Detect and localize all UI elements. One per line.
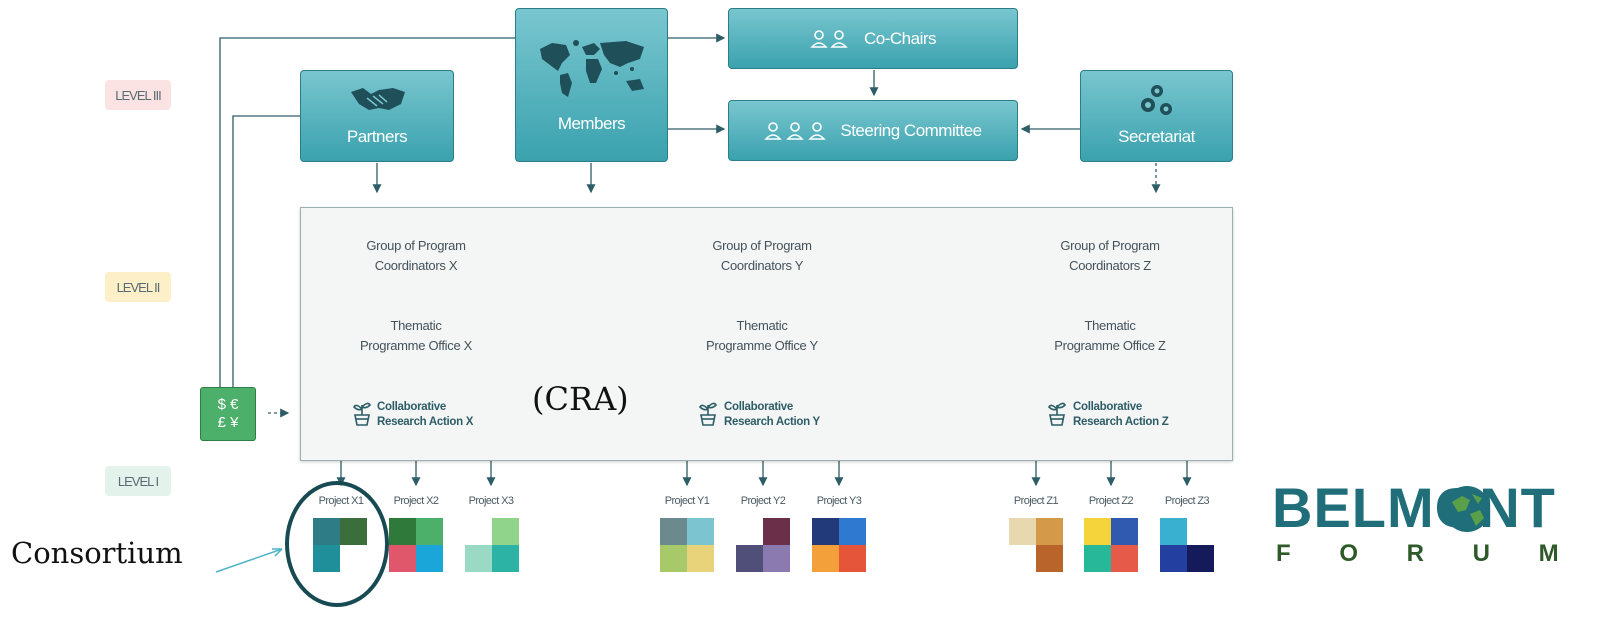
level-1-label: LEVEL I	[117, 473, 159, 489]
puzzle-icon	[313, 518, 367, 572]
consortium-circle	[285, 481, 389, 607]
globe-icon	[1444, 486, 1490, 532]
puzzle-icon	[1084, 518, 1138, 572]
plant-pot-icon	[699, 402, 717, 426]
group-coordinators-z: Group of Program Coordinators Z	[1060, 238, 1160, 273]
level-1-badge: LEVEL I	[105, 466, 171, 496]
partners-box: Partners	[300, 70, 454, 162]
puzzle-icon	[1009, 518, 1063, 572]
puzzle-icon	[465, 518, 519, 572]
puzzle-icon	[660, 518, 714, 572]
project-label: Project X1	[318, 495, 364, 507]
programme-panel	[300, 207, 1233, 461]
group-coordinators-y: Group of Program Coordinators Y	[712, 238, 812, 273]
puzzle-icon	[736, 518, 790, 572]
puzzle-icon	[389, 518, 443, 572]
logo-line2: F O R U M	[1276, 540, 1565, 567]
project-label: Project Z1	[1013, 495, 1059, 507]
puzzle-icon	[812, 518, 866, 572]
project-label: Project X2	[393, 495, 439, 507]
members-box: Members	[515, 8, 668, 162]
project-label: Project X3	[468, 495, 514, 507]
co-chairs-label: Co-Chairs	[863, 28, 937, 48]
project-label: Project Y2	[740, 495, 786, 507]
handshake-icon	[351, 88, 405, 110]
group-coordinators-x: Group of Program Coordinators X	[366, 238, 466, 273]
steering-committee-label: Steering Committee	[840, 120, 982, 140]
secretariat-box: Secretariat	[1080, 70, 1233, 162]
currency-symbols: $ € £ ¥	[217, 396, 239, 431]
co-chairs-box: Co-Chairs	[728, 8, 1018, 69]
level-3-badge: LEVEL III	[105, 80, 171, 110]
puzzle-icon	[1160, 518, 1214, 572]
steering-committee-box: Steering Committee	[728, 100, 1018, 161]
level-2-badge: LEVEL II	[105, 272, 171, 302]
members-label: Members	[557, 114, 626, 133]
world-map-icon	[540, 40, 644, 97]
cra-z-label: Collaborative Research Action Z	[1073, 401, 1169, 428]
level-3-label: LEVEL III	[115, 87, 161, 103]
secretariat-label: Secretariat	[1118, 127, 1195, 146]
project-label: Project Y3	[816, 495, 862, 507]
plant-pot-icon	[1048, 402, 1066, 426]
logo-line1: BELMONT	[1272, 476, 1556, 539]
cra-annotation: (CRA)	[532, 380, 629, 418]
programme-office-z: Thematic Programme Office Z	[1054, 318, 1166, 353]
cra-x-label: Collaborative Research Action X	[377, 401, 474, 428]
consortium-annotation: Consortium	[11, 536, 183, 570]
project-label: Project Z2	[1088, 495, 1134, 507]
project-label: Project Y1	[664, 495, 710, 507]
belmont-forum-logo: BELMONT F O R U M	[1272, 478, 1562, 570]
users-icon	[764, 121, 827, 140]
cra-y-label: Collaborative Research Action Y	[724, 401, 820, 428]
funding-currency-icon: $ € £ ¥	[200, 387, 256, 441]
gears-icon	[1141, 85, 1172, 115]
partners-label: Partners	[346, 127, 408, 146]
project-label: Project Z3	[1164, 495, 1210, 507]
plant-pot-icon	[353, 402, 371, 426]
level-2-label: LEVEL II	[116, 279, 161, 295]
programme-office-y: Thematic Programme Office Y	[706, 318, 818, 353]
programme-office-x: Thematic Programme Office X	[359, 318, 473, 353]
users-icon	[810, 29, 848, 48]
